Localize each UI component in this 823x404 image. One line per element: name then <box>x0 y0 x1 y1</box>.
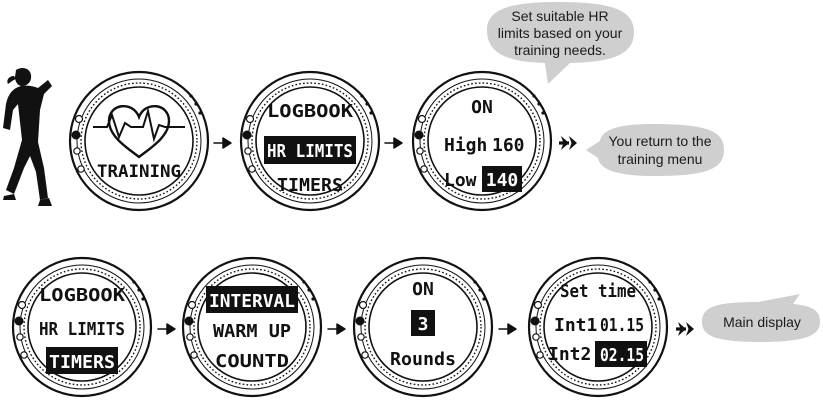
low-limit-label: Low <box>444 170 477 191</box>
hr-limits-callout: Set suitable HR limits based on your tra… <box>487 2 634 84</box>
int1-label: Int1 <box>554 315 597 336</box>
rounds-value: 3 <box>418 314 429 335</box>
return-menu-callout-line1: You return to the <box>608 133 711 149</box>
arrow-row1-2 <box>384 137 403 149</box>
timer-selection-highlight <box>206 286 298 313</box>
row2-watch-interval-rounds: ON 3 Rounds <box>352 256 494 398</box>
timer-item-countd: COUNTD <box>215 351 289 372</box>
high-limit-value: 160 <box>492 135 525 156</box>
arrow-row2-3 <box>498 323 517 335</box>
low-limit-highlight <box>482 166 522 192</box>
row2-watch-set-time: Set time Int1 01.15 Int2 02.15 <box>527 256 669 398</box>
row1-watch-training: TRAINING <box>68 70 210 212</box>
int2-label: Int2 <box>548 344 591 365</box>
timer-item-interval: INTERVAL <box>209 291 295 312</box>
return-menu-callout: You return to the training menu <box>586 124 724 176</box>
rounds-value-highlight <box>411 310 435 336</box>
menu-item-timers: TIMERS <box>49 352 115 373</box>
row1-watch-hr-limits: ON High 160 Low 140 <box>411 70 553 212</box>
menu-item-logbook: LOGBOOK <box>267 101 353 122</box>
heartbeat-heart-icon <box>93 105 185 159</box>
arrow-row2-1 <box>157 323 176 335</box>
training-label: TRAINING <box>97 162 181 182</box>
hr-limits-callout-line3: training needs. <box>514 42 606 58</box>
arrow-row2-2 <box>327 323 346 335</box>
row2-watch-timers-menu: INTERVAL WARM UP COUNTD <box>181 256 323 398</box>
int2-value-highlight <box>595 341 647 367</box>
rounds-label: Rounds <box>390 349 456 370</box>
arrow-row2-double <box>676 322 694 336</box>
hr-limits-callout-line1: Set suitable HR <box>511 8 608 24</box>
arrow-row1-double <box>559 136 577 150</box>
row1-watch-training-menu: LOGBOOK HR LIMITS TIMERS <box>239 70 381 212</box>
menu-item-hr-limits: HR LIMITS <box>39 319 125 340</box>
int2-value: 02.15 <box>600 345 644 366</box>
int1-value: 01.15 <box>600 315 644 336</box>
timer-item-warm-up: WARM UP <box>213 321 291 342</box>
menu-selection-highlight <box>264 136 356 164</box>
set-time-title: Set time <box>560 281 636 302</box>
return-menu-callout-line2: training menu <box>618 151 703 167</box>
hr-limits-callout-line2: limits based on your <box>498 25 623 41</box>
menu-item-timers: TIMERS <box>277 175 343 196</box>
menu-item-logbook: LOGBOOK <box>39 285 125 306</box>
arrow-row1-1 <box>213 137 232 149</box>
main-display-callout: Main display <box>702 294 820 342</box>
high-limit-label: High <box>444 135 487 156</box>
runner-figure-icon <box>3 67 52 206</box>
interval-status: ON <box>412 279 434 300</box>
menu-selection-highlight <box>46 347 118 374</box>
hr-limits-status: ON <box>471 97 493 118</box>
low-limit-value: 140 <box>486 170 519 191</box>
menu-item-hr-limits: HR LIMITS <box>267 141 353 162</box>
main-display-callout-text: Main display <box>723 314 801 330</box>
row2-watch-training-menu: LOGBOOK HR LIMITS TIMERS <box>11 256 153 398</box>
